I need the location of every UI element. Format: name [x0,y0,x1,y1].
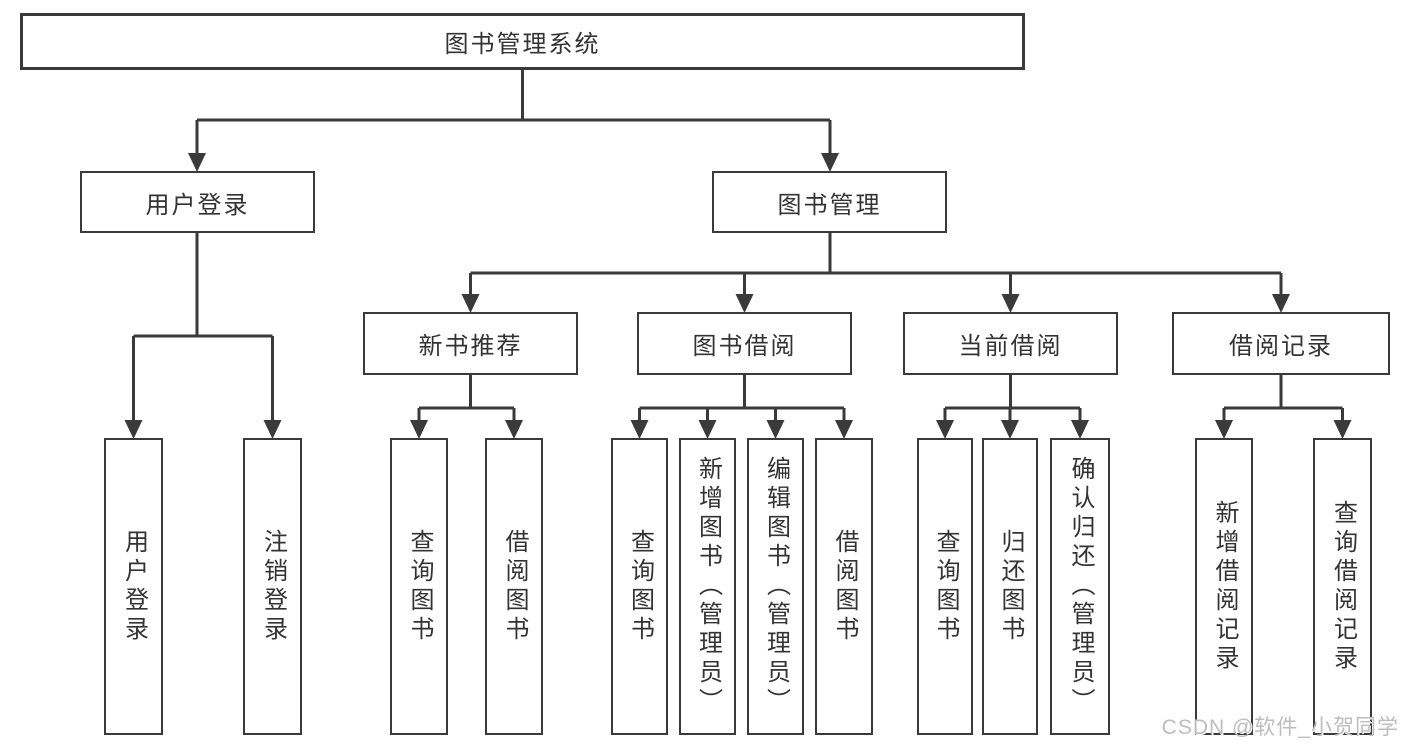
leaf-borrow-books: 借阅图书 [815,438,873,735]
leaf-query-books-current: 查询图书 [917,438,973,735]
node-book-borrowing: 图书借阅 [637,312,852,375]
leaf-logout: 注销登录 [243,438,302,735]
leaf-confirm-return-admin: 确认归还（管理员） [1050,438,1110,735]
csdn-watermark: CSDN @软件_小贺同学 [1161,716,1399,739]
leaf-add-books-admin: 新增图书（管理员） [679,438,736,735]
leaf-edit-books-admin: 编辑图书（管理员） [747,438,804,735]
leaf-query-books-recommend: 查询图书 [390,438,448,735]
leaf-add-borrow-record: 新增借阅记录 [1195,438,1253,735]
leaf-query-borrow-record: 查询借阅记录 [1313,438,1372,735]
node-user-login: 用户登录 [80,171,315,233]
leaf-query-books-borrow: 查询图书 [611,438,668,735]
leaf-borrow-books-recommend: 借阅图书 [485,438,543,735]
node-new-book-recommendation: 新书推荐 [363,312,578,375]
arrowheads [124,153,1352,439]
node-current-borrowing: 当前借阅 [903,312,1118,375]
node-library-management-system: 图书管理系统 [20,13,1025,70]
leaf-return-books: 归还图书 [982,438,1038,735]
node-book-management: 图书管理 [712,171,947,233]
leaf-user-login: 用户登录 [104,438,163,735]
node-borrowing-records: 借阅记录 [1172,312,1390,375]
